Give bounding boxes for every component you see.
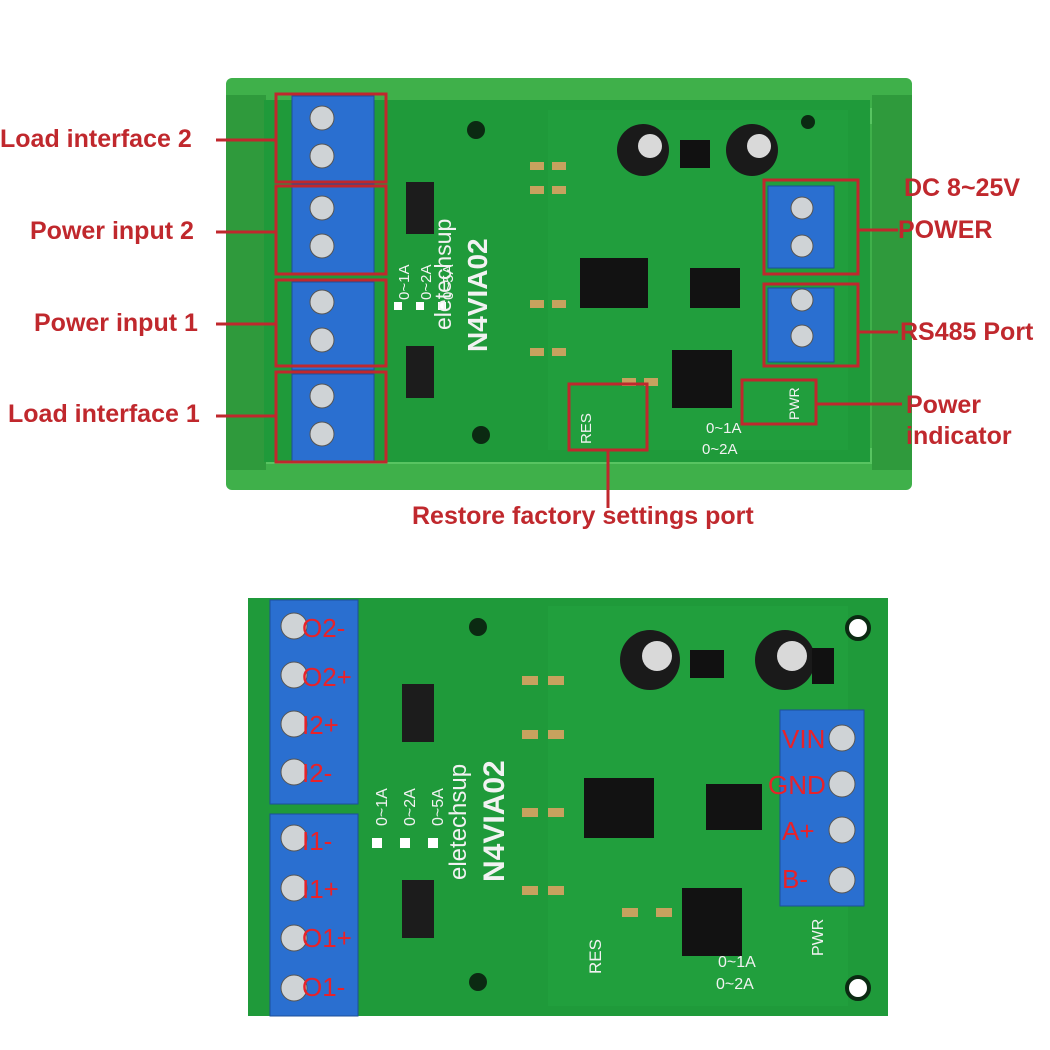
pin-label: I1- [302,826,333,856]
callout-power-input-2: Power input 2 [30,217,194,245]
pin-label: GND [768,770,826,800]
ic-chip [690,268,740,308]
case-side-left [226,95,266,470]
mount-hole [467,121,485,139]
bottom-jumper-1a: 0~1A [718,954,756,971]
callout-power-indicator-line2: indicator [906,422,1012,450]
top-jumper-2a: 0~2A [702,441,738,458]
top-jumper-1a: 0~1A [706,420,742,437]
pin-label: I1+ [302,874,339,904]
mount-hole [801,115,815,129]
top-left-terminals [291,95,375,463]
callout-load-interface-1: Load interface 1 [8,400,200,428]
mount-hole [472,426,490,444]
pin-label: O1+ [302,923,352,953]
ic-chip [580,258,648,308]
case-side-right [872,95,912,470]
regulator [680,140,710,168]
bottom-model-silk: N4VIA02 [478,760,511,882]
bottom-pwr-silk: PWR [810,918,827,956]
callout-restore-factory: Restore factory settings port [412,502,754,530]
bottom-range-1a: 0~1A [374,788,391,826]
pin-label: VIN [782,724,826,754]
pin-label: A+ [782,816,815,846]
shunt-resistor [406,182,434,234]
callout-power-indicator-line1: Power [906,391,982,419]
pin-label: I2+ [302,710,339,740]
pin-label: O2+ [302,662,352,692]
bottom-brand-silk: eletechsup [445,763,472,880]
callout-dc-range: DC 8~25V [904,174,1021,202]
bottom-range-5a: 0~5A [430,788,447,826]
shunt-resistor [406,346,434,398]
bottom-right-terminals [779,709,865,907]
pin-label: O1- [302,972,346,1002]
pin-label: O2- [302,613,346,643]
leader-lines [216,138,902,508]
callout-power-input-1: Power input 1 [34,309,198,337]
top-right-terminals [767,185,835,363]
callout-load-interface-2: Load interface 2 [0,125,192,153]
bottom-range-2a: 0~2A [402,788,419,826]
bottom-res-silk: RES [586,939,605,974]
callout-power: POWER [898,216,993,244]
ic-chip [672,350,732,408]
pin-label: B- [782,864,808,894]
pin-label: I2- [302,758,333,788]
bottom-jumper-2a: 0~2A [716,976,754,993]
callout-rs485-port: RS485 Port [900,318,1034,346]
bottom-left-terminals [269,599,359,1017]
